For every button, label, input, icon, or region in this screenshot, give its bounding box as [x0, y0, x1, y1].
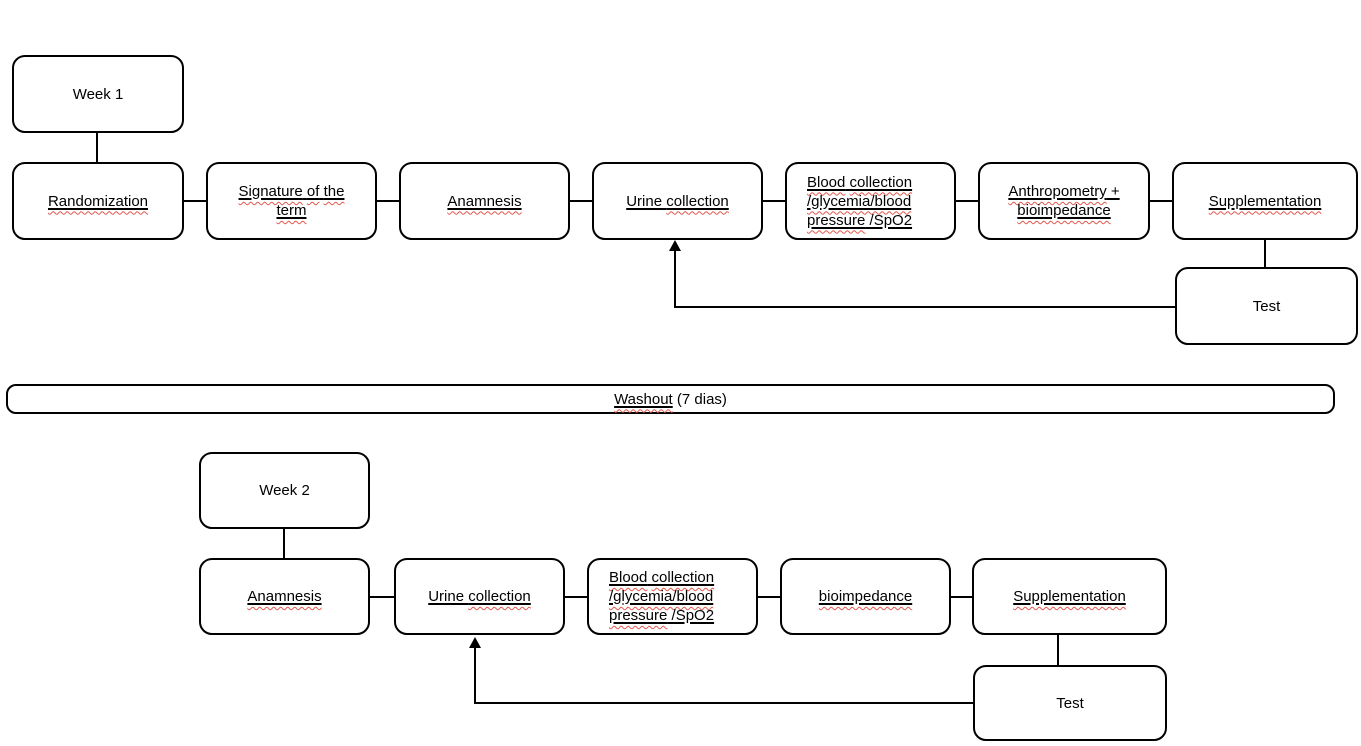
arrowhead-up-week1 [669, 240, 681, 251]
connector-supplementation-test-week2 [1057, 635, 1059, 665]
feedback-line-vertical-week2 [474, 647, 476, 704]
flow-box-urine-collection-week1: Urine collection [592, 162, 763, 240]
test-box-week1: Test [1175, 267, 1358, 345]
feedback-line-horizontal-week2 [475, 702, 973, 704]
flow-box-supplementation-week2: Supplementation [972, 558, 1167, 635]
connector-anamnesis-urine-week2 [370, 596, 394, 598]
washout-bar: Washout (7 dias) [6, 384, 1335, 414]
connector-bioimpedance-supplementation-week2 [951, 596, 972, 598]
connector-randomization-signature [184, 200, 206, 202]
connector-signature-anamnesis [377, 200, 399, 202]
flow-box-urine-collection-week2: Urine collection [394, 558, 565, 635]
connector-anthropometry-supplementation [1150, 200, 1172, 202]
week1-box: Week 1 [12, 55, 184, 133]
flow-box-anamnesis-week2: Anamnesis [199, 558, 370, 635]
connector-week1-randomization [96, 133, 98, 162]
flow-box-anthropometry-bioimpedance: Anthropometry +bioimpedance [978, 162, 1150, 240]
connector-anamnesis-urine [570, 200, 592, 202]
feedback-line-horizontal-week1 [674, 306, 1175, 308]
flow-box-randomization: Randomization [12, 162, 184, 240]
feedback-line-vertical-week1 [674, 250, 676, 308]
flow-box-bioimpedance-week2: bioimpedance [780, 558, 951, 635]
connector-supplementation-test-week1 [1264, 240, 1266, 267]
connector-urine-blood-week2 [565, 596, 587, 598]
week2-box: Week 2 [199, 452, 370, 529]
test-box-week2: Test [973, 665, 1167, 741]
connector-blood-bioimpedance-week2 [758, 596, 780, 598]
flow-box-supplementation-week1: Supplementation [1172, 162, 1358, 240]
connector-blood-anthropometry [956, 200, 978, 202]
flow-box-anamnesis-week1: Anamnesis [399, 162, 570, 240]
connector-week2-anamnesis [283, 529, 285, 558]
connector-urine-blood [763, 200, 785, 202]
arrowhead-up-week2 [469, 637, 481, 648]
